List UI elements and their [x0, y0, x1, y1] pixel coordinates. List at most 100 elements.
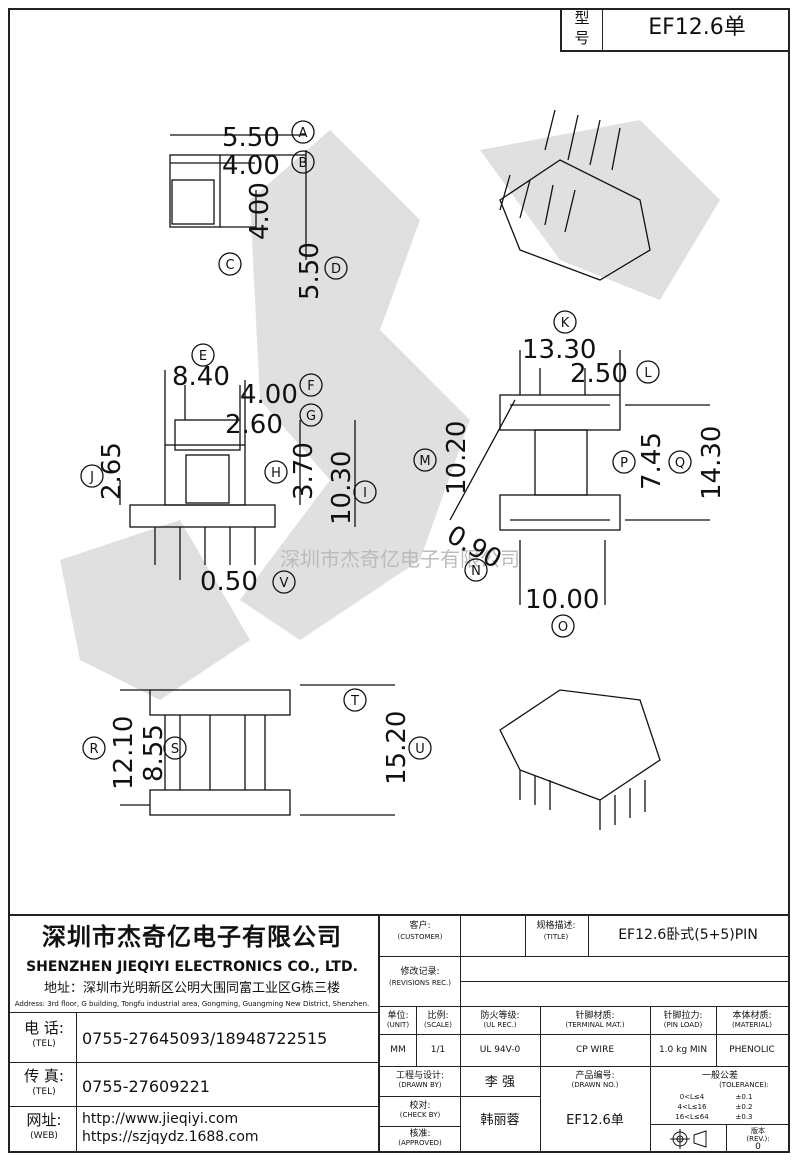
ul-label: 防火等级: — [480, 1011, 520, 1021]
tol3-range: 16<L≤64 — [675, 1113, 709, 1121]
letter-I: I — [363, 486, 367, 501]
dim-Q: 14.30 — [697, 426, 727, 500]
dim-G: 2.60 — [225, 410, 283, 440]
letter-K: K — [561, 316, 570, 331]
drawing-no-value: EF12.6单 — [566, 1113, 624, 1128]
drawing-frame — [8, 8, 790, 1153]
dim-H: 3.70 — [289, 442, 319, 500]
tol2-value: ±0.2 — [735, 1103, 753, 1111]
ul-label-en: (UL REC.) — [483, 1021, 517, 1029]
model-box: 型 号 EF12.6单 — [560, 8, 790, 52]
dim-B: 4.00 — [222, 151, 280, 181]
dim-E: 8.40 — [172, 362, 230, 392]
terminal-label-en: (TERMINAL MAT.) — [565, 1021, 625, 1029]
fax-label: 传 真: — [24, 1067, 64, 1085]
watermark-text: 深圳市杰奇亿电子有限公司 — [280, 547, 520, 571]
letter-R: R — [89, 742, 98, 757]
dim-C: 4.00 — [245, 182, 275, 240]
web-label: 网址: — [26, 1111, 62, 1129]
letter-H: H — [271, 466, 281, 481]
dim-R: 12.10 — [109, 716, 139, 790]
tel-label: 电 话: — [24, 1019, 64, 1037]
tolerance-label-en: (TOLERANCE): — [719, 1081, 769, 1089]
model-label-1: 型 — [574, 9, 590, 27]
dim-V: 0.50 — [200, 567, 258, 597]
letter-M: M — [419, 454, 430, 469]
letter-S: S — [171, 742, 179, 757]
pinload-label: 针脚拉力: — [663, 1011, 703, 1021]
model-number: EF12.6单 — [648, 15, 746, 40]
title-block: 深圳市杰奇亿电子有限公司 SHENZHEN JIEQIYI ELECTRONIC… — [8, 914, 790, 1153]
tol2-range: 4<L≤16 — [677, 1103, 707, 1111]
tel-number: 0755-27645093/18948722515 — [82, 1029, 328, 1048]
tol3-value: ±0.3 — [735, 1113, 753, 1121]
terminal-value: CP WIRE — [575, 1045, 615, 1055]
dim-K: 13.30 — [522, 335, 596, 365]
web-url-2[interactable]: https://szjqydz.1688.com — [82, 1129, 259, 1145]
company-address-en: Address: 3rd floor, G building, Tongfu i… — [14, 1000, 370, 1008]
letter-V: V — [280, 576, 289, 591]
letter-A: A — [299, 126, 308, 141]
check-label-en: (CHECK BY) — [399, 1111, 441, 1119]
letter-P: P — [620, 456, 628, 471]
title-label: 规格描述: — [536, 921, 576, 931]
rev-rec-label: 修改记录: — [400, 967, 440, 977]
rev-label-en: (REV.): — [746, 1135, 770, 1143]
tol1-value: ±0.1 — [735, 1093, 753, 1101]
drawn-value: 李 强 — [484, 1075, 516, 1090]
model-label-2: 号 — [574, 29, 590, 47]
company-name-en: SHENZHEN JIEQIYI ELECTRONICS CO., LTD. — [26, 959, 358, 975]
letter-Q: Q — [675, 456, 685, 471]
dim-P: 7.45 — [637, 432, 667, 490]
letter-N: N — [471, 564, 481, 579]
title-value: EF12.6卧式(5+5)PIN — [618, 927, 758, 943]
dim-D: 5.50 — [295, 242, 325, 300]
letter-C: C — [225, 258, 234, 273]
letter-B: B — [299, 156, 308, 171]
letter-E: E — [199, 349, 207, 364]
drawing-no-label: 产品编号: — [575, 1071, 615, 1081]
dim-S: 8.55 — [139, 724, 169, 782]
company-address-cn: 地址：深圳市光明新区公明大围同富工业区G栋三楼 — [43, 981, 341, 996]
title-label-en: (TITLE) — [543, 933, 569, 941]
drawn-label: 工程与设计: — [395, 1071, 445, 1081]
ul-value: UL 94V-0 — [479, 1045, 521, 1055]
customer-label-en: (CUSTOMER) — [397, 933, 443, 941]
customer-label: 客户: — [409, 921, 431, 931]
web-url-1[interactable]: http://www.jieqiyi.com — [82, 1111, 239, 1127]
check-label: 校对: — [409, 1101, 431, 1111]
rev-rec-label-en: (REVISIONS REC.) — [389, 979, 451, 987]
dim-I: 10.30 — [327, 451, 357, 525]
rev-label: 版本 — [751, 1127, 765, 1135]
drawing-no-label-en: (DRAWN NO.) — [571, 1081, 619, 1089]
unit-label: 单位: — [387, 1011, 409, 1021]
company-name-cn: 深圳市杰奇亿电子有限公司 — [42, 923, 342, 951]
web-label-en: (WEB) — [30, 1131, 58, 1141]
watermark-logo — [60, 120, 720, 700]
scale-value: 1/1 — [430, 1045, 446, 1055]
projection-symbol-icon — [670, 1129, 710, 1149]
tol1-range: 0<L≤4 — [679, 1093, 705, 1101]
rev-value: 0 — [755, 1142, 761, 1152]
dim-L: 2.50 — [570, 359, 628, 389]
pinload-label-en: (PIN LOAD) — [663, 1021, 703, 1029]
terminal-label: 针脚材质: — [575, 1011, 615, 1021]
material-label-en: (MATERIAL) — [731, 1021, 773, 1029]
letter-D: D — [331, 262, 341, 277]
drawing-canvas: 深圳市杰奇亿电子有限公司 — [60, 109, 727, 830]
pinload-value: 1.0 kg MIN — [658, 1045, 708, 1055]
letter-L: L — [644, 366, 652, 381]
unit-label-en: (UNIT) — [386, 1021, 410, 1029]
dim-F: 4.00 — [240, 380, 298, 410]
dim-M: 10.20 — [442, 421, 472, 495]
letter-T: T — [350, 694, 359, 709]
letter-F: F — [307, 379, 314, 394]
letter-G: G — [306, 409, 316, 424]
scale-label-en: (SCALE) — [424, 1021, 452, 1029]
letter-U: U — [415, 742, 425, 757]
unit-value: MM — [390, 1045, 406, 1055]
letter-J: J — [89, 470, 94, 485]
letter-O: O — [558, 620, 568, 635]
check-value: 韩丽蓉 — [480, 1113, 520, 1128]
approved-label-en: (APPROVED) — [398, 1139, 442, 1147]
